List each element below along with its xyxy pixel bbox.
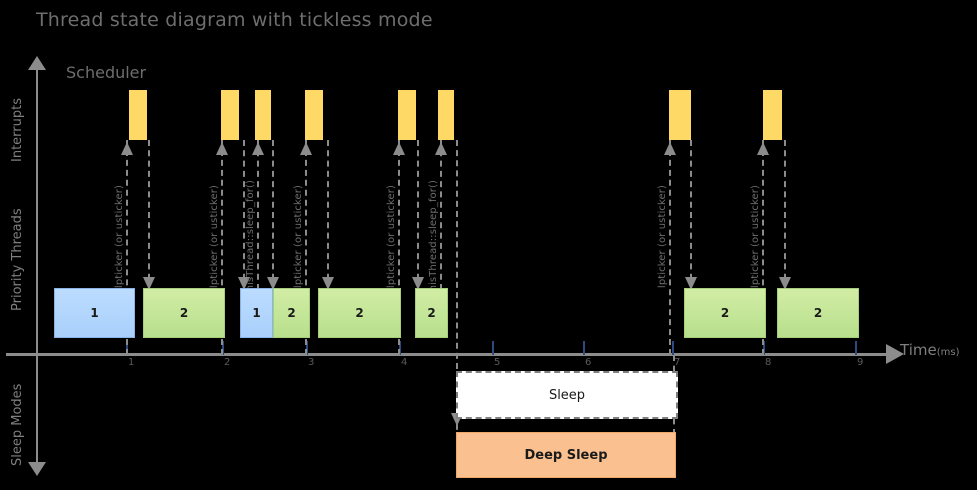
irq-4 bbox=[305, 90, 323, 140]
guide-down-1 bbox=[148, 140, 150, 290]
guide-down-4 bbox=[327, 140, 329, 290]
irq-2 bbox=[221, 90, 239, 140]
sleep-box: Sleep bbox=[456, 371, 678, 419]
guide-up-2-label: lpticker (or usticker) bbox=[209, 185, 220, 289]
thread-block-8: 2 bbox=[777, 288, 859, 338]
guide-down-5 bbox=[417, 140, 419, 290]
time-axis-label-text: Time bbox=[900, 341, 937, 359]
guide-up-6-label: ThisThread::sleep_for() bbox=[428, 180, 439, 298]
thread-block-7: 2 bbox=[684, 288, 766, 338]
guide-up-3-label: ThisThread::sleep_for() bbox=[245, 180, 256, 298]
guide-up-8-arrowhead-up bbox=[757, 142, 769, 155]
time-tick-3 bbox=[306, 341, 308, 355]
time-tick-8 bbox=[763, 341, 765, 355]
guide-down-3-arrowhead-down bbox=[267, 277, 279, 290]
irq-3 bbox=[255, 90, 271, 140]
guide-down-8-arrowhead-down bbox=[779, 277, 791, 290]
guide-up-4-arrowhead-up bbox=[300, 142, 312, 155]
irq-1 bbox=[129, 90, 147, 140]
guide-down-1-arrowhead-down bbox=[143, 277, 155, 290]
time-tick-4 bbox=[399, 341, 401, 355]
time-tick-label-4: 4 bbox=[401, 357, 408, 368]
time-tick-9 bbox=[855, 341, 857, 355]
time-tick-5 bbox=[492, 341, 494, 355]
time-tick-label-7: 7 bbox=[674, 357, 681, 368]
guide-up-3 bbox=[257, 140, 259, 290]
guide-down-6 bbox=[456, 140, 458, 440]
thread-block-5: 2 bbox=[318, 288, 401, 338]
guide-up-5 bbox=[398, 140, 400, 355]
time-tick-label-2: 2 bbox=[224, 357, 231, 368]
axis-label-interrupts: Interrupts bbox=[10, 98, 25, 162]
thread-block-2: 2 bbox=[143, 288, 225, 338]
time-tick-2 bbox=[222, 341, 224, 355]
time-tick-label-1: 1 bbox=[128, 357, 135, 368]
time-tick-label-6: 6 bbox=[585, 357, 592, 368]
guide-up-4 bbox=[305, 140, 307, 355]
guide-down-7-arrowhead-down bbox=[685, 277, 697, 290]
irq-5 bbox=[398, 90, 416, 140]
thread-block-1: 1 bbox=[54, 288, 135, 338]
guide-down-5-arrowhead-down bbox=[412, 277, 424, 290]
irq-6 bbox=[438, 90, 454, 140]
time-axis-label: Time(ms) bbox=[900, 341, 959, 359]
guide-up-5-arrowhead-up bbox=[393, 142, 405, 155]
guide-up-5-label: lpticker (or usticker) bbox=[386, 185, 397, 289]
guide-down-3 bbox=[272, 140, 274, 290]
guide-up-1-arrowhead-up bbox=[121, 142, 133, 155]
time-tick-label-3: 3 bbox=[308, 357, 315, 368]
guide-up-7-label: lpticker (or usticker) bbox=[657, 185, 668, 289]
guide-down-7 bbox=[690, 140, 692, 290]
guide-down-4-arrowhead-down bbox=[322, 277, 334, 290]
guide-up-6 bbox=[440, 140, 442, 290]
guide-up-4-label: lpticker (or usticker) bbox=[293, 185, 304, 289]
thread-block-6: 2 bbox=[415, 288, 448, 338]
guide-up-2 bbox=[221, 140, 223, 355]
guide-up-1 bbox=[126, 140, 128, 355]
vertical-axis-line bbox=[36, 62, 38, 474]
irq-7 bbox=[669, 90, 691, 140]
time-axis-unit: (ms) bbox=[936, 347, 960, 358]
axis-label-priority-threads: Priority Threads bbox=[10, 208, 25, 312]
guide-down-8 bbox=[784, 140, 786, 290]
time-tick-label-5: 5 bbox=[494, 357, 501, 368]
vertical-axis-arrow-down bbox=[28, 462, 46, 476]
thread-block-4: 2 bbox=[273, 288, 310, 338]
guide-down-2 bbox=[243, 140, 245, 290]
time-axis-arrow bbox=[886, 344, 904, 364]
irq-8 bbox=[763, 90, 782, 140]
guide-up-7 bbox=[669, 140, 671, 355]
time-tick-label-8: 8 bbox=[765, 357, 772, 368]
time-tick-7 bbox=[672, 341, 674, 355]
axis-label-sleep-modes: Sleep Modes bbox=[10, 383, 25, 467]
scheduler-label: Scheduler bbox=[66, 63, 147, 82]
page-title: Thread state diagram with tickless mode bbox=[36, 9, 433, 31]
thread-block-3: 1 bbox=[240, 288, 273, 338]
guide-down-2-arrowhead-down bbox=[238, 277, 250, 290]
guide-up-6-arrowhead-up bbox=[435, 142, 447, 155]
guide-up-3-arrowhead-up bbox=[252, 142, 264, 155]
guide-up-2-arrowhead-up bbox=[216, 142, 228, 155]
time-axis-line bbox=[6, 353, 890, 356]
guide-up-8 bbox=[762, 140, 764, 355]
guide-up-1-label: lpticker (or usticker) bbox=[114, 185, 125, 289]
guide-up-7-arrowhead-up bbox=[664, 142, 676, 155]
time-tick-label-9: 9 bbox=[857, 357, 864, 368]
guide-up-8-label: lpticker (or usticker) bbox=[750, 185, 761, 289]
deep-sleep-box: Deep Sleep bbox=[456, 432, 676, 478]
time-tick-6 bbox=[583, 341, 585, 355]
